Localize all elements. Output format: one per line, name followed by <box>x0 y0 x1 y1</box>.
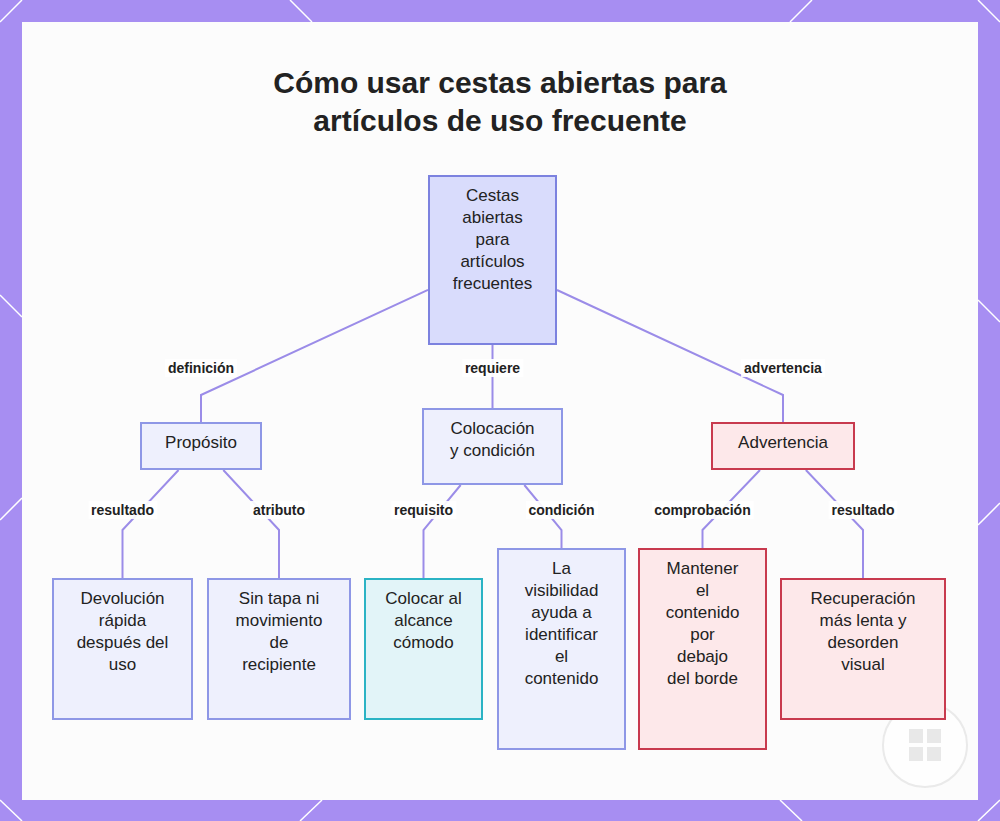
node-label: Recuperación más lenta y desorden visual <box>810 588 916 676</box>
connector-line <box>424 485 461 578</box>
detail-box: Colocar al alcance cómodo <box>364 578 483 720</box>
node-label: Devolución rápida después del uso <box>74 588 171 676</box>
panel <box>22 22 978 800</box>
node-label: La visibilidad ayuda a identificar el co… <box>519 558 604 690</box>
node-label: Mantener el contenido por debajo del bor… <box>664 558 741 690</box>
warning-box: Advertencia <box>711 422 855 470</box>
diagram-title-box: Cómo usar cestas abiertas para artículos… <box>240 64 760 140</box>
decor-line <box>0 498 22 520</box>
decor-line <box>780 800 802 821</box>
decor-line <box>978 503 1000 525</box>
warning-detail-box: Mantener el contenido por debajo del bor… <box>638 548 767 750</box>
root-box: Cestas abiertas para artículos frecuente… <box>428 175 557 345</box>
decor-line <box>790 0 812 22</box>
node-label: Cestas abiertas para artículos frecuente… <box>444 185 541 295</box>
edge-label: comprobación <box>651 501 753 519</box>
connector-line <box>201 290 428 422</box>
watermark-square <box>909 729 923 743</box>
detail-box: Devolución rápida después del uso <box>52 578 193 720</box>
watermark-square <box>927 747 941 761</box>
category-box: Propósito <box>140 422 262 470</box>
node-label: Colocación y condición <box>449 418 536 462</box>
node-label: Sin tapa ni movimiento de recipiente <box>231 588 327 676</box>
node-label: Colocar al alcance cómodo <box>376 588 471 654</box>
node-label: Advertencia <box>719 432 847 454</box>
decor-line <box>978 800 1000 821</box>
detail-box: La visibilidad ayuda a identificar el co… <box>497 548 626 750</box>
connector-line <box>223 470 279 578</box>
decor-line <box>300 800 322 821</box>
watermark-square <box>927 729 941 743</box>
connector-line <box>123 470 179 578</box>
connector-line <box>557 290 783 422</box>
decor-line <box>290 0 312 22</box>
node-label: Propósito <box>148 432 254 454</box>
edge-label: condición <box>525 501 597 519</box>
diagram-title: Cómo usar cestas abiertas para artículos… <box>240 64 760 140</box>
watermark-square <box>909 747 923 761</box>
edge-label: requiere <box>462 359 523 377</box>
edge-label: definición <box>165 359 237 377</box>
category-box: Colocación y condición <box>422 408 563 485</box>
edge-label: resultado <box>88 501 157 519</box>
decor-line <box>978 0 1000 22</box>
warning-detail-box: Recuperación más lenta y desorden visual <box>780 578 946 720</box>
edge-label: resultado <box>828 501 897 519</box>
connector-line <box>806 470 863 578</box>
edge-label: requisito <box>391 501 456 519</box>
decor-line <box>0 800 22 821</box>
edge-label: atributo <box>250 501 308 519</box>
decor-line <box>0 0 22 22</box>
decor-line <box>0 295 22 317</box>
edge-label: advertencia <box>741 359 825 377</box>
detail-box: Sin tapa ni movimiento de recipiente <box>207 578 351 720</box>
decor-line <box>978 300 1000 322</box>
